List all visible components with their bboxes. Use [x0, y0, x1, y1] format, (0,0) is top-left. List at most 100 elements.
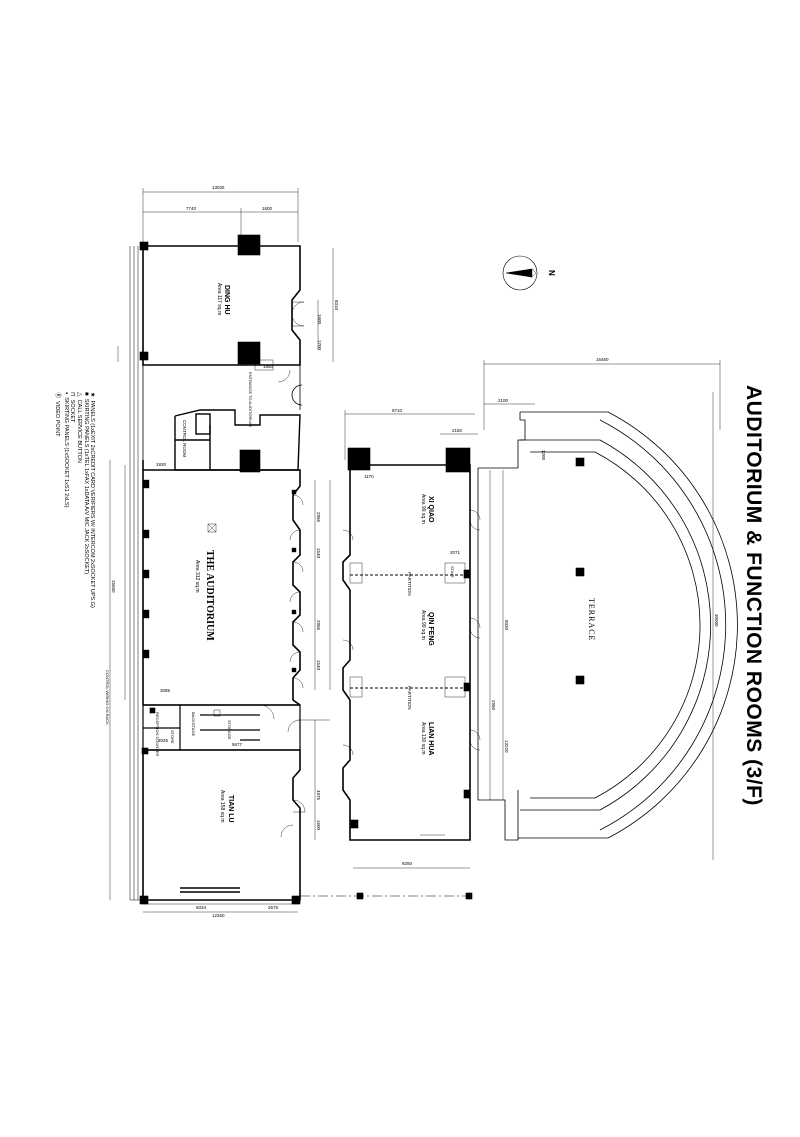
dimension-label: 2950 [491, 700, 496, 711]
dimension-label: 15650 [111, 580, 116, 593]
column [463, 789, 471, 799]
column [291, 895, 301, 905]
dimension-label: 2150 [452, 428, 463, 433]
column [349, 819, 359, 829]
partition-label: PARTITION [407, 572, 412, 596]
dimension-label: 1540 [316, 548, 321, 559]
auditorium-walls [142, 460, 301, 706]
service-strip [142, 704, 301, 751]
dimension-label: 9250 [402, 861, 413, 866]
dimension-label: 2955 [316, 512, 321, 523]
compass-label: N [547, 270, 556, 276]
terrace-column [575, 675, 585, 685]
dimension-label: 1600 [262, 206, 273, 211]
dimension-label: 1600 [316, 820, 321, 831]
room-name-xi-qiao: XI QIAO [427, 496, 434, 523]
column [356, 892, 364, 900]
dimension-label: 3025 [158, 738, 169, 743]
legend: ★ PANELS (1xEXIT 2xCREDIT CARD VERIFIERS… [54, 392, 96, 608]
triangle-icon: △ [76, 392, 82, 397]
dimension-label: 1170 [364, 474, 374, 479]
room-area-auditorium: Area 312 sq.m [194, 560, 200, 593]
legend-item: ▪ SKIRTING PANELS (1xSOCKET 1xS1 2xLS) [63, 392, 69, 608]
dimension-lines [109, 188, 721, 913]
store-label: STORE [170, 730, 175, 744]
column [445, 447, 471, 473]
column [239, 449, 261, 473]
facade-wall [129, 246, 143, 901]
square-icon: ■ [83, 392, 89, 396]
dimension-label: 2071 [450, 550, 461, 555]
dimension-label: 1200 [541, 450, 546, 461]
partition-label: PARTITION [407, 686, 412, 710]
room-area-lian-hua: Area 130 sq.m [420, 722, 426, 755]
page-title: AUDITORIUM & FUNCTION ROOMS (3/F) [742, 385, 765, 806]
column [463, 569, 471, 579]
dimension-label: 4975 [316, 790, 321, 801]
dimension-label: 9710 [392, 408, 403, 413]
legend-text: SKIRTING PANELS (1xTEL 1xFAX 1xDATA A/V … [83, 398, 89, 575]
auditorium-skirting [142, 479, 297, 673]
star-icon: ★ [89, 392, 95, 398]
column [465, 892, 473, 900]
dimension-label: 8310 [334, 300, 339, 311]
service-doors [213, 704, 301, 733]
legend-item: ⊓ SOCKET [69, 392, 76, 608]
dimension-label: 16460 [596, 357, 609, 362]
legend-text: PANELS (1xEXIT 2xCREDIT CARD VERIFIERS W… [89, 400, 95, 608]
room-area-xi-qiao: Area 99 sq.m [420, 494, 426, 524]
entrance-label: ENTRANCE TO AUDITORIUM [248, 372, 253, 427]
control-room-walls [174, 409, 301, 471]
room-area-qin-feng: Area 99 sq.m [420, 610, 426, 640]
terrace-column [575, 567, 585, 577]
dimension-label: 5677 [232, 742, 243, 747]
legend-text: CALL SERVICE BUTTON [76, 399, 82, 463]
tian-lu-door-swings [280, 799, 306, 838]
ding-hu-walls [142, 245, 301, 366]
dimension-label: 1600 [317, 314, 322, 325]
legend-item: ★ PANELS (1xEXIT 2xCREDIT CARD VERIFIERS… [89, 392, 96, 608]
room-name-ding-hu: DING HU [223, 285, 230, 315]
room-name-lian-hua: LIAN HUA [427, 722, 434, 756]
column [237, 341, 261, 365]
tian-lu-walls [142, 749, 301, 901]
dimension-label: 30000 [714, 614, 719, 627]
dimension-label: 1930 [156, 462, 167, 467]
stair-label: STAIR [450, 566, 455, 578]
room-name-qin-feng: QIN FENG [427, 612, 434, 646]
dimension-label: 13025 [212, 185, 225, 190]
storage-label: STORAGE [227, 720, 232, 740]
function-rooms-details [342, 509, 481, 836]
legend-item: △ CALL SERVICE BUTTON [76, 392, 83, 608]
dimension-label: 12260 [212, 913, 225, 918]
ding-hu-details [254, 301, 305, 383]
function-rooms-walls [342, 464, 471, 841]
backstage-label: BACKSTAGE [191, 712, 196, 737]
room-name-tian-lu: TIAN LU [227, 795, 234, 823]
small-square-icon: ▪ [63, 392, 69, 395]
legend-text: SOCKET [69, 399, 75, 423]
terrace-column [575, 457, 585, 467]
dimension-label: 6034 [196, 905, 207, 910]
dimension-label: 1540 [316, 660, 321, 671]
dimension-label: 1850 [263, 364, 274, 369]
legend-item: Ⓡ VIDEO POINT [54, 392, 63, 608]
column [463, 682, 471, 692]
dimension-label: 2675 [268, 905, 279, 910]
socket-icon: ⊓ [69, 392, 75, 397]
compass-icon [502, 255, 538, 291]
dimension-label: 7740 [186, 206, 197, 211]
column [139, 241, 149, 251]
dimension-label: 13220 [504, 740, 509, 753]
corridor [142, 365, 303, 460]
column [149, 707, 156, 714]
column [237, 234, 261, 256]
room-area-ding-hu: Area 117 sq.m [216, 283, 222, 316]
video-point-icon: Ⓡ [54, 392, 60, 399]
dimension-label: 1700 [317, 340, 322, 351]
terrace-outline [477, 411, 738, 841]
reception-label: RECEPTION COUNTER [155, 712, 160, 757]
column [139, 895, 149, 905]
